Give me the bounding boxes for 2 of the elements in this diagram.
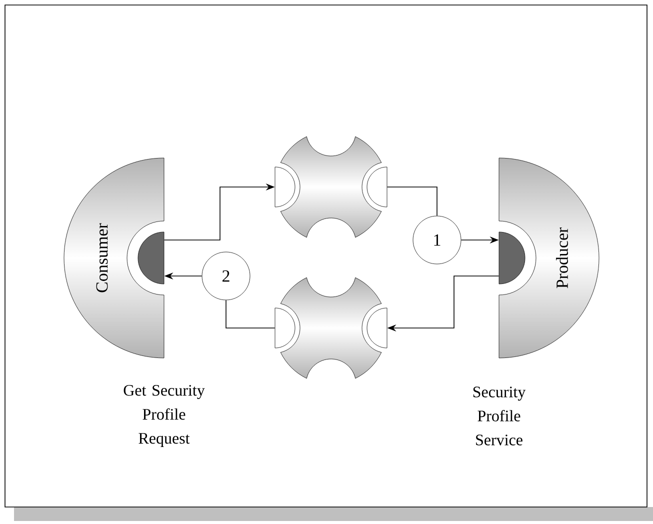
node-label: Get Security Profile Request [124,385,205,447]
node-label: Security Profile Service [473,386,526,446]
